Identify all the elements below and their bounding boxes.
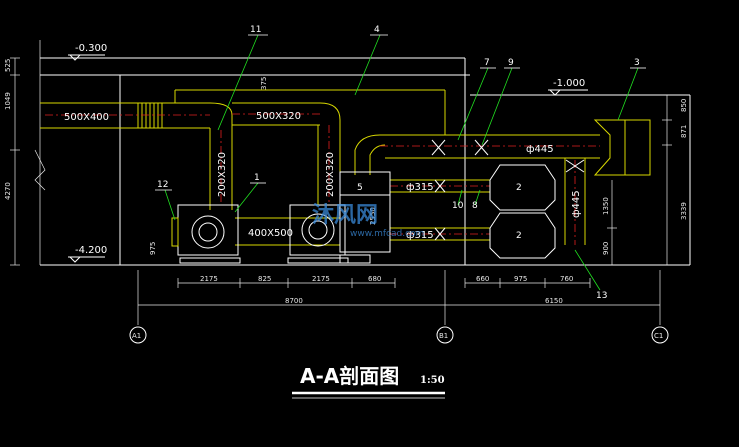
dim-right-871: 871 bbox=[680, 125, 688, 138]
level-mark-bottom-left bbox=[68, 256, 105, 263]
leader-underlines bbox=[155, 34, 646, 191]
dim-right-3339: 3339 bbox=[680, 202, 688, 220]
drawing-title: A-A剖面图 bbox=[300, 364, 399, 388]
dim-bottom-2175-a: 2175 bbox=[200, 275, 218, 283]
level-bottom-left: -4.200 bbox=[75, 245, 107, 256]
axis-a1: A1 bbox=[132, 332, 141, 340]
duct-label-200x320-b: 200X320 bbox=[325, 152, 336, 197]
building-outline bbox=[40, 57, 691, 266]
right-dimension-line bbox=[607, 95, 672, 265]
dim-left-2: 4270 bbox=[4, 182, 12, 200]
fan-bases bbox=[179, 254, 371, 264]
dim-overall-right: 6150 bbox=[545, 297, 563, 305]
callout-9: 9 bbox=[508, 58, 514, 68]
duct-label-phi445-vert: ф445 bbox=[571, 190, 582, 218]
dim-right-900: 900 bbox=[602, 242, 610, 255]
callout-3: 3 bbox=[634, 58, 640, 68]
dim-left-0: 525 bbox=[4, 59, 12, 72]
dim-right-1350: 1350 bbox=[602, 197, 610, 215]
callout-11: 11 bbox=[250, 25, 261, 35]
axis-b1: B1 bbox=[439, 332, 448, 340]
fan-left bbox=[177, 204, 239, 256]
axis-bubbles bbox=[129, 326, 669, 344]
dim-bottom-660: 660 bbox=[476, 275, 489, 283]
callout-2-lower: 2 bbox=[516, 231, 522, 241]
valves bbox=[431, 139, 585, 241]
watermark-url: www.mfcad.com bbox=[350, 229, 424, 239]
dim-bottom-975: 975 bbox=[514, 275, 527, 283]
duct-label-500x320: 500X320 bbox=[256, 111, 301, 122]
duct-network bbox=[40, 89, 600, 246]
dim-right-850: 850 bbox=[680, 99, 688, 112]
callout-13: 13 bbox=[596, 291, 607, 301]
fan-right bbox=[289, 204, 346, 256]
duct-label-200x320-a: 200X320 bbox=[217, 152, 228, 197]
duct-label-500x400: 500X400 bbox=[64, 112, 109, 123]
title-underline bbox=[292, 391, 445, 399]
dim-small-2550: 2550 bbox=[369, 207, 377, 225]
duct-label-phi315-a: ф315 bbox=[406, 182, 434, 193]
level-top-left: -0.300 bbox=[75, 43, 107, 54]
unit-5 bbox=[339, 171, 391, 253]
duct-label-phi315-b: ф315 bbox=[406, 230, 434, 241]
duct-label-400x500: 400X500 bbox=[248, 228, 293, 239]
bottom-dimension-lines bbox=[137, 270, 661, 325]
left-dimension-line bbox=[10, 40, 46, 266]
drawing-scale: 1:50 bbox=[420, 375, 445, 386]
hood-3 bbox=[593, 119, 651, 176]
dim-overall-left: 8700 bbox=[285, 297, 303, 305]
leader-lines bbox=[164, 34, 639, 291]
callout-1: 1 bbox=[254, 173, 260, 183]
callout-5: 5 bbox=[357, 183, 363, 193]
level-mark-right bbox=[548, 89, 588, 96]
dim-bottom-680: 680 bbox=[368, 275, 381, 283]
dim-small-375: 375 bbox=[260, 77, 268, 90]
callout-10: 10 bbox=[452, 201, 464, 211]
dim-bottom-760: 760 bbox=[560, 275, 573, 283]
level-mark-top-left bbox=[68, 54, 105, 61]
item-12-flange bbox=[171, 217, 179, 247]
axis-c1: C1 bbox=[654, 332, 663, 340]
dim-left-3: 975 bbox=[149, 242, 157, 255]
dim-bottom-825: 825 bbox=[258, 275, 271, 283]
dim-left-1: 1049 bbox=[4, 92, 12, 110]
callout-12: 12 bbox=[157, 180, 168, 190]
callout-4: 4 bbox=[374, 25, 380, 35]
duct-label-phi445-top: ф445 bbox=[526, 144, 554, 155]
watermark-brand: 沐风网 bbox=[312, 203, 378, 228]
callout-8: 8 bbox=[472, 201, 478, 211]
filter-units bbox=[489, 164, 556, 259]
dim-bottom-2175-b: 2175 bbox=[312, 275, 330, 283]
callout-2-upper: 2 bbox=[516, 183, 522, 193]
level-right: -1.000 bbox=[553, 78, 585, 89]
callout-7: 7 bbox=[484, 58, 490, 68]
